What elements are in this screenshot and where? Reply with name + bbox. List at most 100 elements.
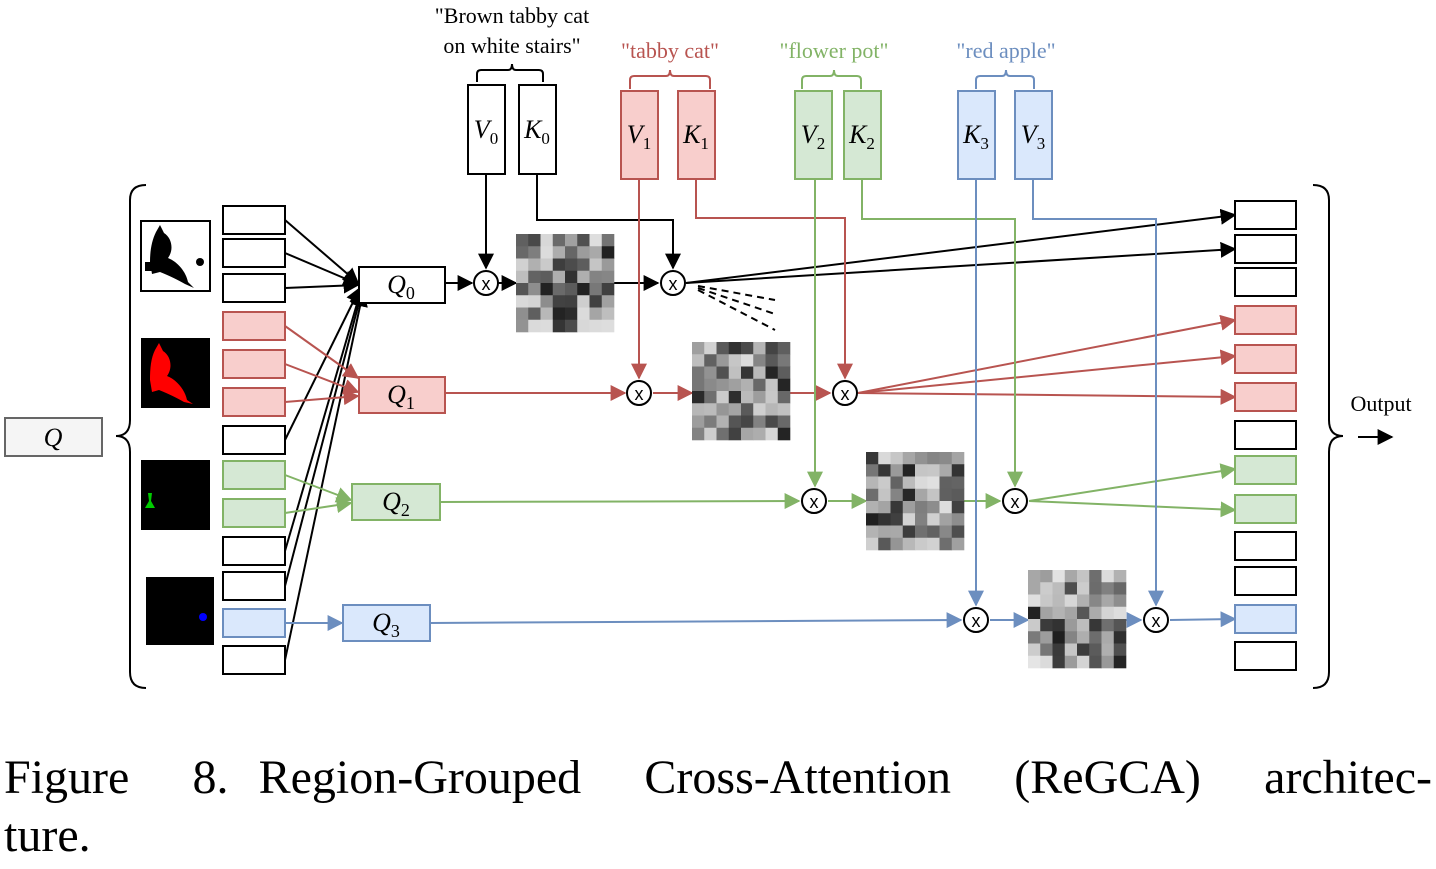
attention-cell: [540, 295, 554, 308]
attention-cell: [765, 354, 779, 367]
attention-cell: [927, 513, 940, 526]
svg-text:V3: V3: [1021, 120, 1045, 153]
attention-cell: [902, 537, 916, 551]
attention-cell: [741, 403, 754, 416]
row0-connections: [445, 174, 1237, 331]
attention-cell: [878, 488, 891, 502]
svg-text:V0: V0: [474, 115, 498, 148]
attention-cell: [565, 258, 578, 272]
attention-cell: [528, 295, 541, 308]
kv-1-second-sub: 1: [700, 134, 709, 153]
attention-cell: [565, 246, 578, 259]
attention-map-1: [692, 342, 791, 441]
attention-cell: [540, 234, 554, 247]
attention-cell: [1113, 655, 1127, 669]
attention-cell: [915, 525, 928, 539]
kv-pair-3: K3 V3: [957, 90, 1053, 180]
attention-cell: [601, 234, 615, 247]
attention-cell: [951, 525, 965, 539]
attention-cell: [777, 415, 791, 429]
svg-text:x: x: [669, 274, 678, 294]
attention-cell: [939, 537, 953, 551]
attention-cell: [577, 270, 590, 284]
attention-cell: [601, 283, 615, 296]
attention-cell: [915, 464, 928, 477]
kv-3-second: V: [1021, 120, 1040, 149]
attention-cell: [915, 537, 928, 551]
attention-cell: [1052, 631, 1066, 644]
attention-cell: [528, 319, 541, 333]
svg-text:V1: V1: [627, 120, 651, 153]
attention-cell: [765, 378, 779, 392]
attention-cell: [565, 283, 578, 296]
attention-cell: [902, 488, 916, 502]
attention-cell: [577, 319, 590, 333]
attention-cell: [589, 295, 603, 308]
attention-cell: [741, 427, 754, 441]
svg-text:x: x: [1152, 611, 1161, 631]
attention-cell: [902, 501, 916, 514]
svg-text:x: x: [841, 384, 850, 404]
attention-cell: [765, 342, 779, 355]
attention-cell: [866, 476, 879, 490]
kv-2-second-sub: 2: [866, 134, 875, 153]
svg-text:x: x: [972, 611, 981, 631]
attention-cell: [716, 403, 730, 416]
attention-cell: [890, 464, 904, 477]
attention-cell: [565, 270, 578, 284]
attention-cell: [741, 342, 754, 355]
attention-cell: [692, 415, 705, 429]
attention-cell: [902, 476, 916, 490]
attention-cell: [866, 525, 879, 539]
attention-cell: [728, 342, 742, 355]
attention-cell: [589, 258, 603, 272]
multiply-op-1b: x: [832, 380, 858, 406]
attention-cell: [878, 513, 891, 526]
attention-cell: [939, 525, 953, 539]
attention-cell: [1113, 570, 1127, 583]
kv-3-first-sub: 3: [980, 134, 989, 153]
attention-cell: [927, 464, 940, 477]
left-brace: [115, 184, 147, 689]
attention-cell: [728, 427, 742, 441]
attention-cell: [1064, 643, 1078, 657]
attention-cell: [1113, 643, 1127, 657]
attention-cell: [741, 378, 754, 392]
attention-cell: [777, 342, 791, 355]
attention-cell: [1040, 655, 1053, 669]
attention-cell: [1064, 619, 1078, 632]
attention-cell: [704, 378, 717, 392]
attention-cell: [1101, 594, 1115, 608]
input-token-column: [222, 205, 286, 675]
attention-cell: [577, 234, 590, 247]
attention-cell: [540, 283, 554, 296]
query-label-3: Q: [372, 608, 391, 637]
attention-cell: [753, 403, 766, 416]
multiply-op-3b: x: [1143, 607, 1169, 633]
attention-cell: [927, 488, 940, 502]
attention-cell: [777, 366, 791, 380]
prompt-brace-1: [629, 69, 711, 89]
attention-cell: [589, 283, 603, 296]
attention-cell: [1089, 582, 1102, 595]
attention-cell: [753, 391, 766, 404]
attention-cell: [1028, 606, 1041, 620]
attention-cell: [1040, 570, 1053, 583]
attention-cell: [1113, 631, 1127, 644]
regca-diagram: Q: [4, 3, 1412, 689]
multiply-op-0a: x: [473, 270, 499, 296]
prompt-1: "tabby cat": [621, 38, 719, 63]
multiply-op-2a: x: [801, 488, 827, 514]
attention-cell: [1052, 643, 1066, 657]
attention-cell: [528, 258, 541, 272]
query-box-0: Q0: [358, 266, 446, 304]
attention-cell: [741, 415, 754, 429]
output-label: Output: [1350, 391, 1411, 416]
query-label-0: Q: [387, 270, 406, 299]
attention-cell: [728, 378, 742, 392]
attention-cell: [565, 234, 578, 247]
attention-cell: [540, 258, 554, 272]
attention-cell: [939, 488, 953, 502]
attention-cell: [704, 403, 717, 416]
prompt-0-line2: on white stairs": [443, 33, 580, 58]
